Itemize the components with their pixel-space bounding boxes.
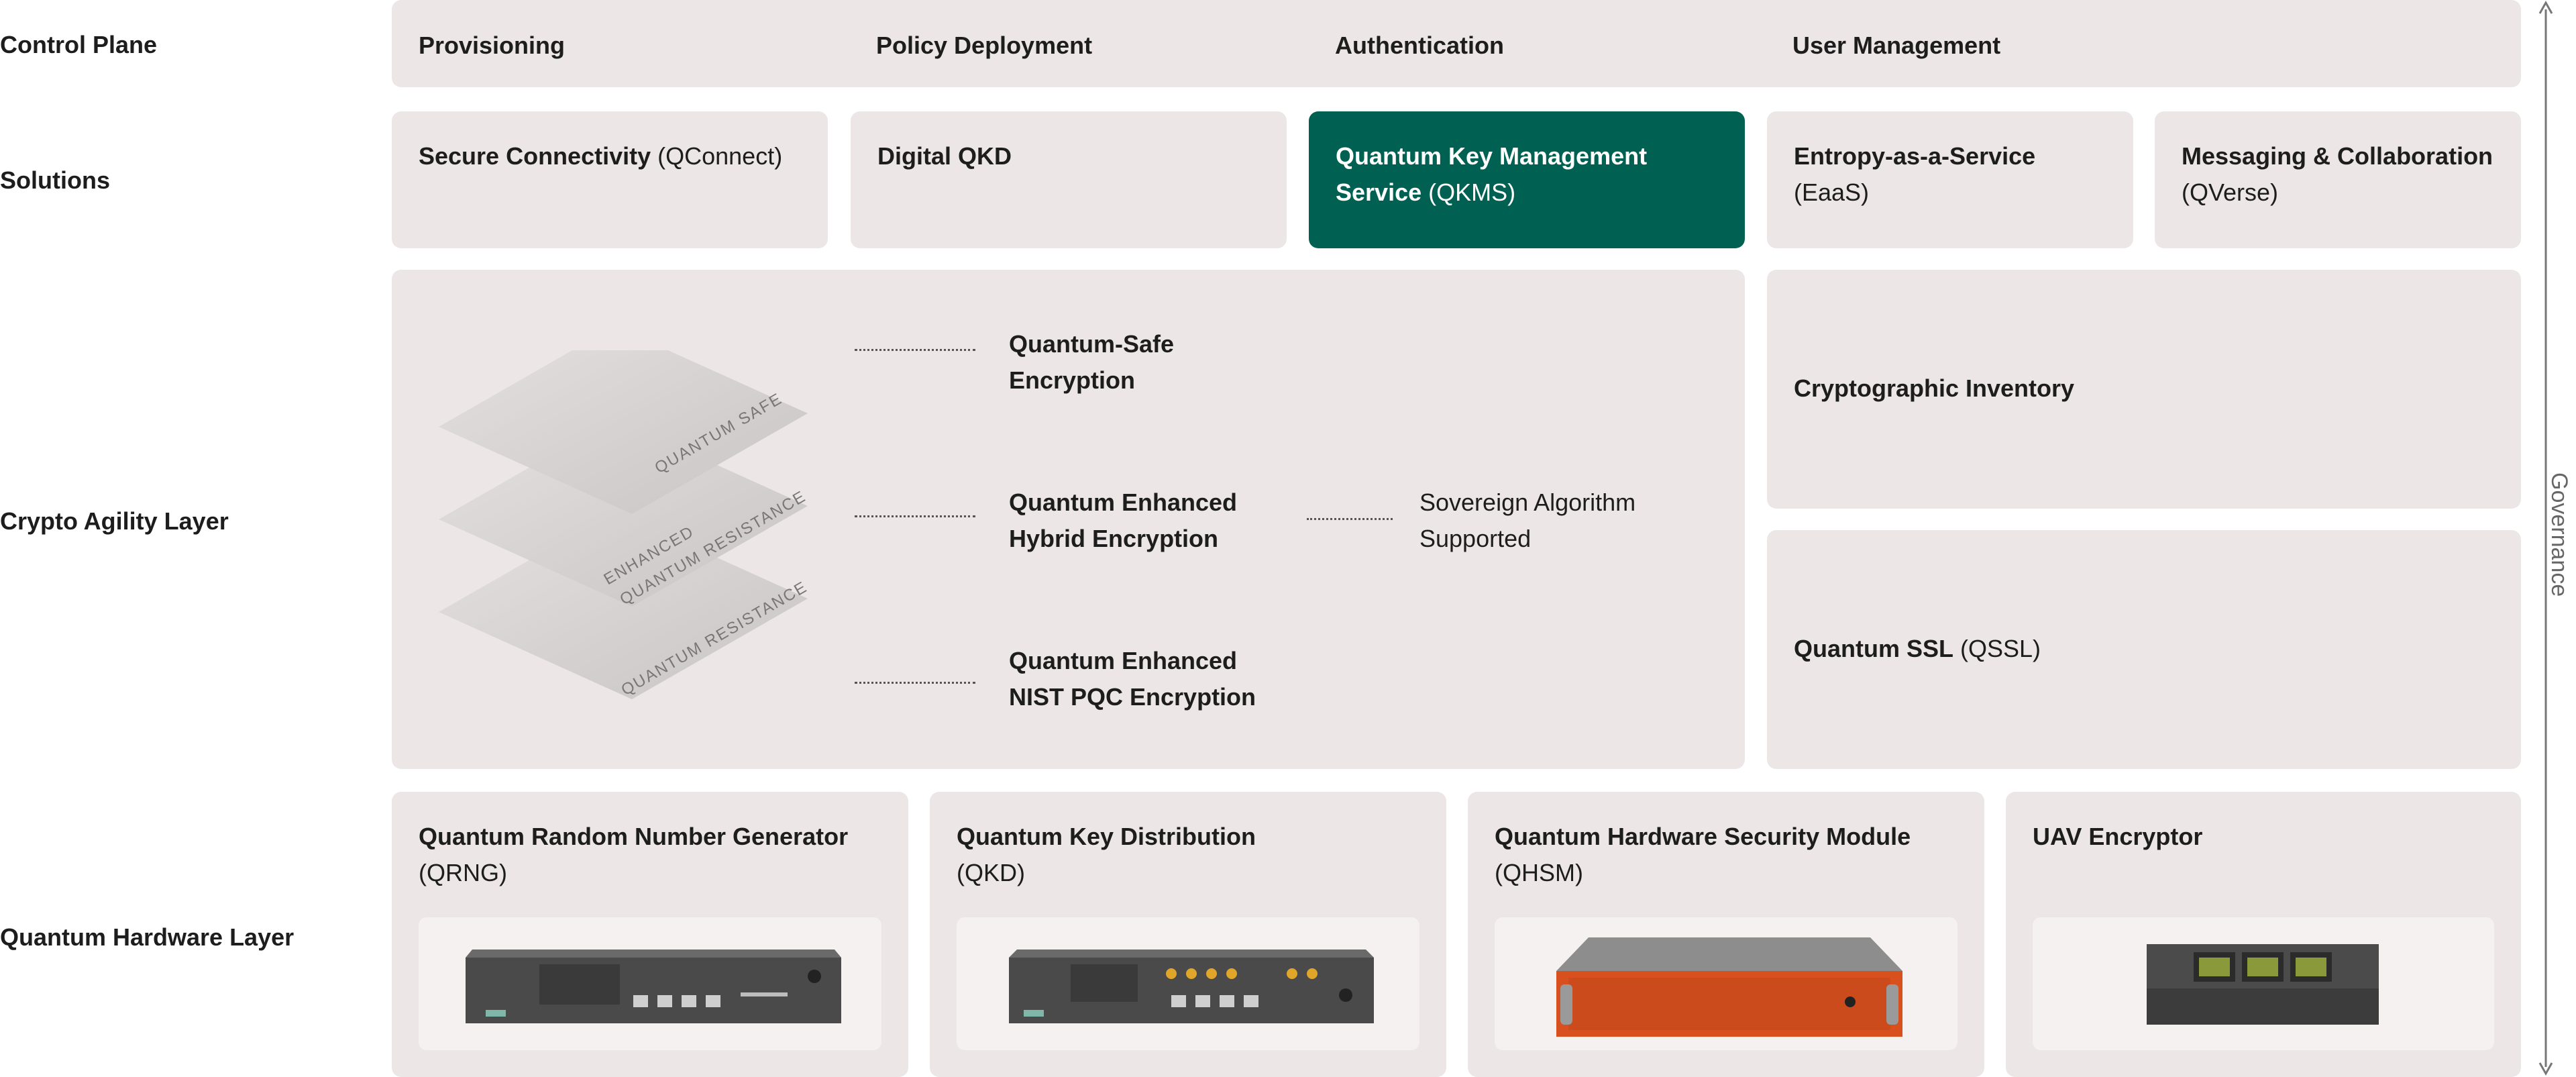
cryptographic-inventory-title: Cryptographic Inventory	[1794, 374, 2075, 402]
hardware-qkd: Quantum Key Distribution (QKD)	[930, 792, 1446, 1077]
solution-secure-connectivity-name: Secure Connectivity	[419, 142, 651, 170]
hardware-qkd-image-box	[957, 917, 1419, 1050]
hardware-qhsm: Quantum Hardware Security Module (QHSM)	[1468, 792, 1984, 1077]
sovereign-algorithm-supported: Sovereign Algorithm Supported	[1419, 489, 1636, 552]
hardware-qhsm-image-box	[1495, 917, 1957, 1050]
uav-encryptor-device-image	[2147, 944, 2379, 1025]
solution-qverse-abbr: (QVerse)	[2182, 178, 2279, 206]
qhsm-device-image	[1556, 937, 1902, 1037]
row-label-solutions: Solutions	[0, 166, 110, 194]
encryption-quantum-enhanced-nist-pqc: Quantum Enhanced NIST PQC Encryption	[1009, 647, 1256, 711]
solution-digital-qkd-name: Digital QKD	[877, 142, 1012, 170]
solution-entropy-as-a-service: Entropy-as-a-Service (EaaS)	[1767, 111, 2133, 248]
encryption-quantum-enhanced-hybrid: Quantum Enhanced Hybrid Encryption	[1009, 489, 1238, 552]
solution-eaas-abbr: (EaaS)	[1794, 178, 1870, 206]
control-plane-authentication: Authentication	[1335, 32, 1504, 59]
solution-eaas-name: Entropy-as-a-Service	[1794, 142, 2036, 170]
row-label-control-plane: Control Plane	[0, 31, 158, 58]
hardware-qrng: Quantum Random Number Generator (QRNG)	[392, 792, 908, 1077]
control-plane-provisioning: Provisioning	[419, 32, 566, 59]
solution-qkms-name: Quantum Key Management Service	[1336, 142, 1648, 206]
layer-stack-illustration: QUANTUM SAFE ENHANCED QUANTUM RESISTANCE…	[439, 350, 810, 699]
connector-line-2	[855, 515, 975, 517]
solution-secure-connectivity: Secure Connectivity (QConnect)	[392, 111, 828, 248]
qkd-device-image	[1009, 950, 1374, 1023]
solution-qkms-highlighted: Quantum Key Management Service (QKMS)	[1309, 111, 1745, 248]
row-label-quantum-hardware: Quantum Hardware Layer	[0, 923, 294, 951]
quantum-ssl-panel: Quantum SSL (QSSL)	[1767, 530, 2521, 769]
governance-arrow	[2538, 0, 2553, 1076]
hardware-qhsm-name: Quantum Hardware Security Module	[1495, 823, 1911, 850]
encryption-quantum-safe: Quantum-Safe Encryption	[1009, 330, 1175, 394]
hardware-qkd-abbr: (QKD)	[957, 859, 1025, 886]
connector-line-3	[855, 682, 975, 684]
hardware-uav-image-box	[2033, 917, 2494, 1050]
solution-messaging-collaboration: Messaging & Collaboration (QVerse)	[2155, 111, 2521, 248]
hardware-uav-encryptor: UAV Encryptor	[2006, 792, 2521, 1077]
connector-line-1	[855, 349, 975, 351]
connector-line-sovereign	[1307, 518, 1393, 520]
solution-qkms-abbr: (QKMS)	[1421, 178, 1516, 206]
hardware-qrng-image-box	[419, 917, 881, 1050]
row-label-crypto-agility: Crypto Agility Layer	[0, 507, 229, 535]
hardware-qhsm-abbr: (QHSM)	[1495, 859, 1583, 886]
crypto-agility-panel: QUANTUM SAFE ENHANCED QUANTUM RESISTANCE…	[392, 270, 1745, 769]
control-plane-bar: Provisioning Policy Deployment Authentic…	[392, 0, 2521, 87]
solution-digital-qkd: Digital QKD	[851, 111, 1287, 248]
control-plane-policy-deployment: Policy Deployment	[876, 32, 1093, 59]
governance-label: Governance	[2546, 472, 2572, 597]
layer-plate-top	[439, 350, 808, 514]
hardware-uav-encryptor-name: UAV Encryptor	[2033, 823, 2203, 850]
qrng-device-image	[466, 950, 841, 1023]
hardware-qrng-name: Quantum Random Number Generator	[419, 823, 849, 850]
hardware-qrng-abbr: (QRNG)	[419, 859, 507, 886]
cryptographic-inventory-panel: Cryptographic Inventory	[1767, 270, 2521, 509]
quantum-ssl-name: Quantum SSL	[1794, 635, 1954, 662]
quantum-ssl-abbr: (QSSL)	[1953, 635, 2041, 662]
solution-secure-connectivity-abbr: (QConnect)	[651, 142, 783, 170]
hardware-qkd-name: Quantum Key Distribution	[957, 823, 1256, 850]
solution-qverse-name: Messaging & Collaboration	[2182, 142, 2493, 170]
control-plane-user-management: User Management	[1792, 32, 2001, 59]
